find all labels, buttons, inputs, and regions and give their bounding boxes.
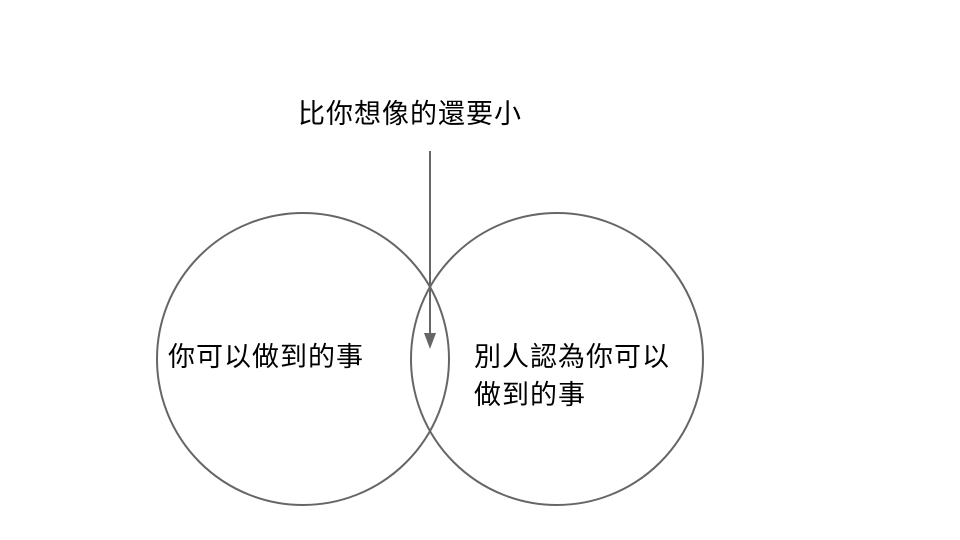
right-circle-label-line2: 做到的事: [474, 380, 586, 411]
arrowhead-icon: [424, 333, 436, 349]
left-circle: [156, 212, 450, 506]
right-circle: [410, 212, 704, 506]
right-circle-label-line1: 別人認為你可以: [474, 342, 670, 373]
right-circle-label: 別人認為你可以 做到的事: [474, 339, 670, 415]
left-circle-label: 你可以做到的事: [168, 342, 364, 373]
callout-label: 比你想像的還要小: [298, 99, 522, 130]
